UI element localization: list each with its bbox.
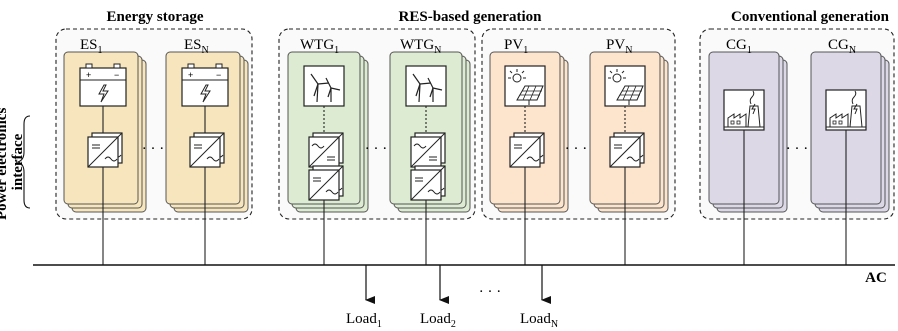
converter-wtg1 xyxy=(308,132,344,201)
battery-icon xyxy=(79,63,127,107)
power-plant-icon xyxy=(723,89,765,131)
group-title-res-generation: RES-based generation xyxy=(399,9,543,25)
label-cg1: CG1 xyxy=(726,37,752,56)
group-title-energy-storage: Energy storage xyxy=(106,9,203,25)
ellipsis-cg: · · · xyxy=(786,141,809,157)
label-pv1: PV1 xyxy=(504,37,528,56)
label-wtg1: WTG1 xyxy=(300,37,339,56)
label-es1: ES1 xyxy=(80,37,103,56)
solar-panel-icon xyxy=(604,65,646,107)
ellipsis-loads: · · · xyxy=(479,284,502,300)
converter-pv1 xyxy=(509,132,545,168)
ellipsis-wtg: · · · xyxy=(365,141,388,157)
label-pvn: PVN xyxy=(606,37,632,56)
converter-esn xyxy=(189,132,225,168)
unit-cg1 xyxy=(708,51,788,213)
power-plant-icon xyxy=(825,89,867,131)
load2-label: Load2 xyxy=(420,311,456,330)
ellipsis-es: · · · xyxy=(142,141,165,157)
wind-turbine-icon xyxy=(303,65,345,107)
converter-pvn xyxy=(609,132,645,168)
interface-brace xyxy=(16,115,31,209)
label-wtgn: WTGN xyxy=(400,37,441,56)
solar-panel-icon xyxy=(504,65,546,107)
battery-icon xyxy=(181,63,229,107)
converter-es1 xyxy=(87,132,123,168)
side-label: Power electronics interface xyxy=(0,104,26,220)
label-cgn: CGN xyxy=(828,37,856,56)
label-esn: ESN xyxy=(184,37,209,56)
ac-bus-label: AC xyxy=(865,270,887,286)
unit-cgn xyxy=(810,51,890,213)
ellipsis-pv: · · · xyxy=(565,141,588,157)
loadn-label: LoadN xyxy=(520,311,558,330)
converter-wtgn xyxy=(410,132,446,201)
wind-turbine-icon xyxy=(405,65,447,107)
group-title-conventional: Conventional generation xyxy=(731,9,890,25)
load1-label: Load1 xyxy=(346,311,382,330)
